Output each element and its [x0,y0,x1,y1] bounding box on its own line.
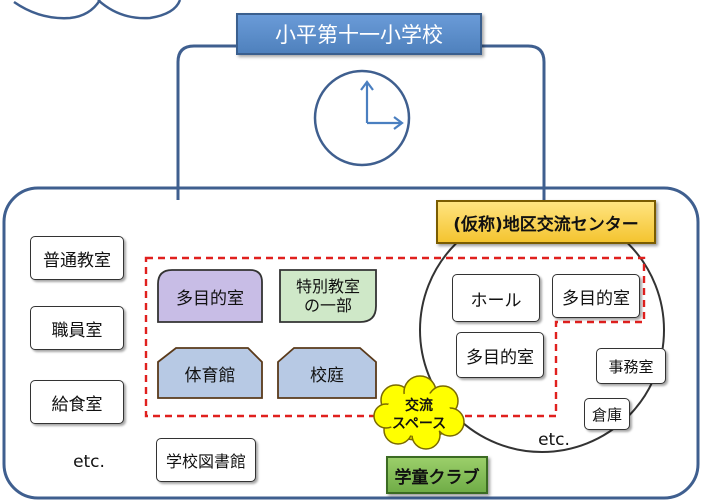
regular-classroom: 普通教室 [30,236,124,280]
lunch-room: 給食室 [30,380,124,424]
office-room: 事務室 [596,348,666,384]
site-outline [2,186,700,500]
school-library: 学校図書館 [156,438,256,482]
multipurpose-room-label: 多目的室 [176,288,244,309]
community-center-title: (仮称)地区交流センター [436,200,656,244]
schoolyard-label: 校庭 [310,365,344,386]
center-etc-label: etc. [538,430,570,450]
gym-label: 体育館 [184,365,236,386]
exchange-space-label: 交流 スペース [382,394,456,436]
hall-room: ホール [452,274,540,322]
special-classroom-label: 特別教室 の一部 [280,270,376,322]
multipurpose-room-shape [157,269,263,323]
special-classroom-line2: の一部 [303,296,352,315]
shared-zone-outline [144,256,646,418]
staff-room: 職員室 [30,306,124,350]
special-classroom-shape [279,269,377,323]
exchange-space-line1: 交流 [405,398,433,414]
school-etc-label: etc. [73,452,105,472]
exchange-space-cloud [373,375,465,450]
schoolyard-shape [277,347,377,399]
clock-icon [313,69,411,167]
special-classroom-line1: 特別教室 [295,277,360,296]
school-title: 小平第十一小学校 [236,13,482,55]
decorative-arc [13,0,102,20]
center-multipurpose-room-a: 多目的室 [552,274,640,318]
decorative-arc-2 [97,0,182,20]
gym-shape [157,347,263,399]
exchange-space-line2: スペース [391,416,447,432]
after-school-club: 学童クラブ [386,456,488,494]
storage-room: 倉庫 [584,398,630,430]
center-multipurpose-room-b: 多目的室 [456,332,544,378]
